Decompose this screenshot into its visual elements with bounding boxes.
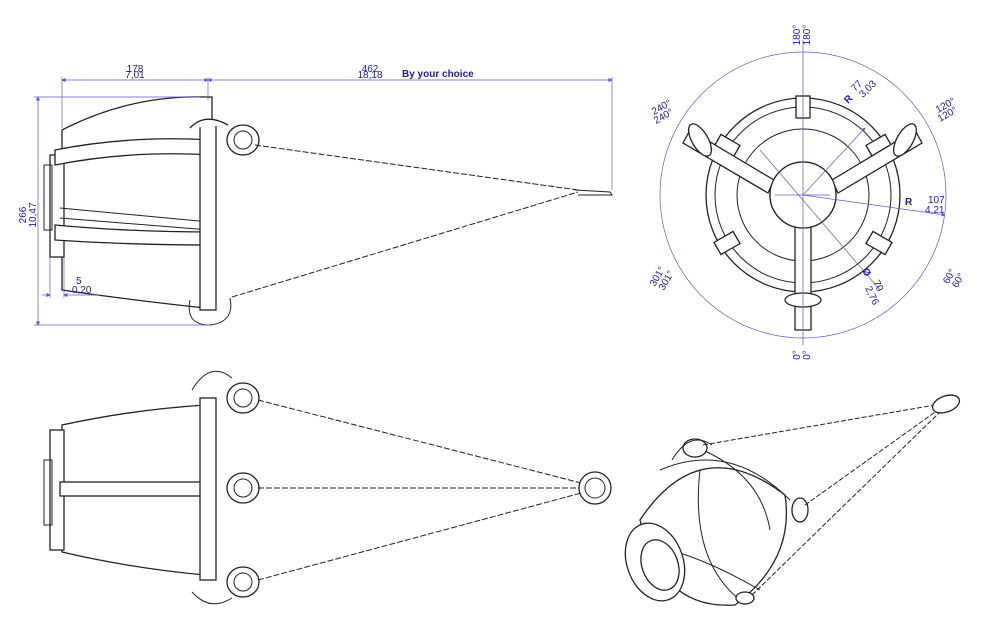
dim-thickness-mm: 5 [76, 276, 82, 287]
dim-height-in: 10,47 [28, 202, 39, 227]
dim-chain-mm: 462 [362, 64, 379, 75]
side-view [43, 370, 612, 605]
angle-180-b: 180° [802, 25, 813, 46]
top-view: 180° 180° 0° 0° 240° 240° 120° 120° 301°… [648, 25, 967, 360]
dim-chain-in: 18,18 [357, 70, 382, 81]
diameter-prefix: Ø [859, 267, 872, 279]
front-view: 178 7,01 462 18,18 By your choice 266 10… [18, 64, 613, 326]
dim-height-mm: 266 [18, 206, 29, 223]
dim-thickness-in: 0,20 [72, 285, 92, 296]
dim-width-mm: 178 [127, 64, 144, 75]
angle-0-b: 0° [802, 350, 813, 360]
r-outer-mm: 107 [928, 195, 945, 206]
angle-0-a: 0° [792, 350, 803, 360]
dim-width-in: 7,01 [125, 70, 145, 81]
angle-180-a: 180° [792, 25, 803, 46]
r-inner-in: 3,03 [857, 78, 879, 100]
dim-chain-note: By your choice [402, 69, 474, 80]
isometric-view [624, 394, 961, 606]
r-inner-prefix: R [842, 93, 855, 106]
diameter-mm: 70 [870, 279, 885, 294]
r-outer-in: 4,21 [925, 205, 945, 216]
r-outer-prefix: R [905, 197, 913, 208]
